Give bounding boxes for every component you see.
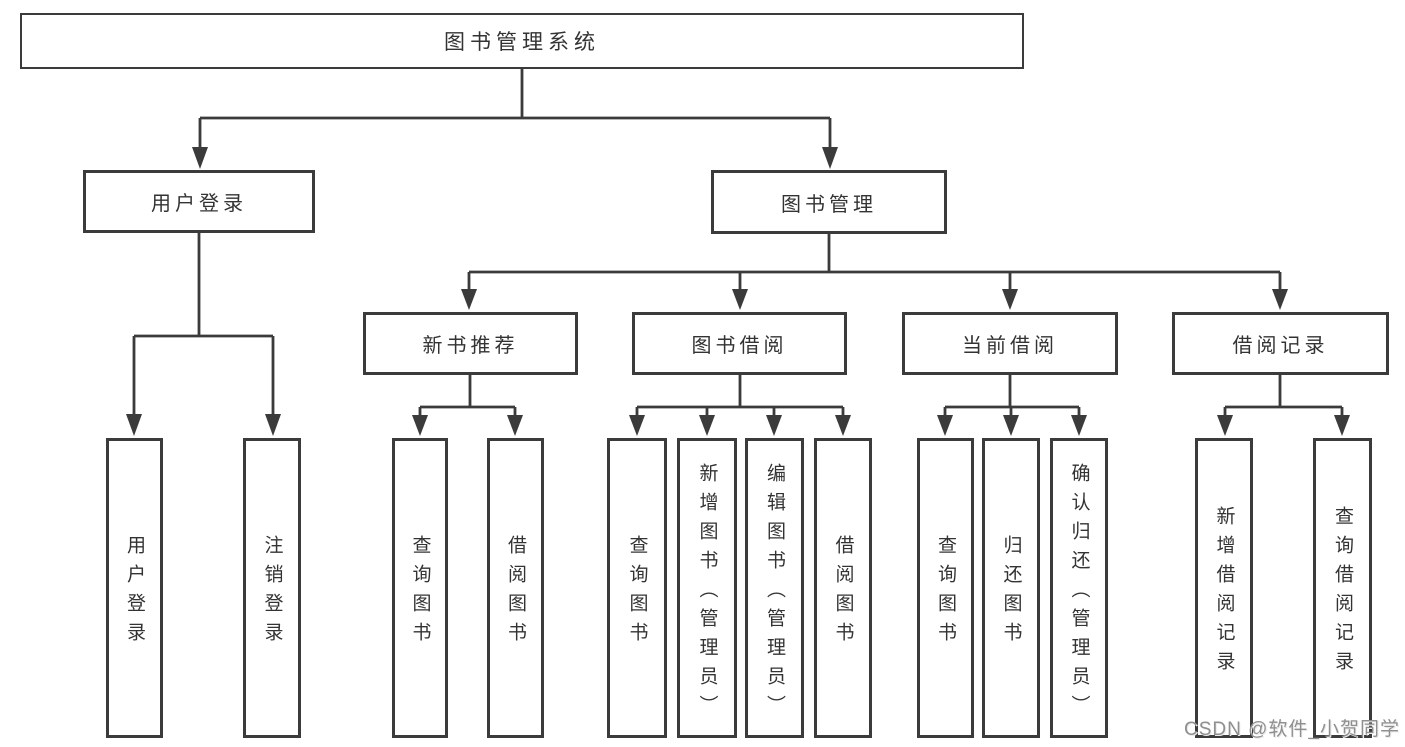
arrow-icon (766, 415, 782, 436)
connector-root-to-branches (198, 69, 832, 150)
connector-book-borrow-children (635, 375, 845, 418)
arrow-icon (822, 147, 838, 169)
node-label: 用户登录 (151, 193, 247, 215)
arrow-icon (732, 289, 748, 310)
arrow-icon (1002, 289, 1018, 310)
leaf-query-books: 查询图书 (917, 438, 974, 738)
node-label: 新书推荐 (422, 335, 519, 357)
node-label: 借阅记录 (1232, 335, 1329, 357)
node-label: 查询图书 (935, 535, 956, 651)
leaf-logout: 注销登录 (243, 438, 301, 738)
arrow-icon (1003, 415, 1019, 436)
node-current-borrow: 当前借阅 (902, 312, 1118, 375)
connector-current-borrow-children (943, 375, 1081, 418)
node-label: 图书借阅 (691, 335, 788, 357)
arrow-icon (1272, 289, 1288, 310)
arrow-icon (192, 147, 208, 169)
node-library-system: 图书管理系统 (20, 13, 1024, 69)
arrow-icon (1071, 415, 1087, 436)
arrowheads (126, 147, 1350, 436)
watermark: CSDN @软件_小贺同学 (1184, 719, 1400, 740)
connector-user-login-children (132, 233, 275, 417)
node-label: 查询图书 (626, 535, 648, 651)
node-label: 用户登录 (124, 535, 145, 651)
arrow-icon (699, 415, 715, 436)
arrow-icon (629, 415, 645, 436)
node-label: 新增借阅记录 (1213, 506, 1235, 680)
leaf-query-borrow-record: 查询借阅记录 (1313, 438, 1372, 738)
arrow-icon (265, 414, 281, 436)
node-borrow-records: 借阅记录 (1172, 312, 1389, 375)
node-new-book-recommend: 新书推荐 (363, 312, 578, 375)
node-label: 查询借阅记录 (1332, 506, 1353, 680)
node-user-login-branch: 用户登录 (83, 170, 315, 233)
arrow-icon (1217, 415, 1233, 436)
node-label: 新增图书（管理员） (696, 462, 718, 724)
node-label: 借阅图书 (832, 535, 854, 651)
leaf-user-login: 用户登录 (106, 438, 163, 738)
node-label: 编辑图书（管理员） (764, 462, 785, 724)
leaf-add-book-admin: 新增图书（管理员） (677, 438, 737, 738)
leaf-borrow-books: 借阅图书 (814, 438, 872, 738)
leaf-return-books: 归还图书 (982, 438, 1040, 738)
connector-borrow-record-children (1223, 375, 1344, 418)
leaf-borrow-books: 借阅图书 (487, 438, 544, 738)
leaf-add-borrow-record: 新增借阅记录 (1195, 438, 1253, 738)
node-label: 注销登录 (261, 535, 283, 651)
leaf-confirm-return-admin: 确认归还（管理员） (1050, 438, 1108, 738)
leaf-edit-book-admin: 编辑图书（管理员） (745, 438, 804, 738)
node-label: 查询图书 (409, 535, 431, 651)
node-label: 归还图书 (1000, 535, 1022, 651)
arrow-icon (412, 415, 428, 436)
arrow-icon (126, 414, 142, 436)
leaf-query-books: 查询图书 (392, 438, 448, 738)
node-label: 确认归还（管理员） (1068, 462, 1090, 724)
arrow-icon (507, 415, 523, 436)
node-label: 借阅图书 (505, 535, 526, 651)
connector-book-management-sections (467, 234, 1282, 292)
node-book-management-branch: 图书管理 (711, 170, 947, 234)
arrow-icon (835, 415, 851, 436)
arrow-icon (937, 415, 953, 436)
node-book-borrow: 图书借阅 (632, 312, 847, 375)
node-label: 当前借阅 (962, 335, 1058, 357)
connector-new-book-children (418, 375, 517, 418)
node-label: 图书管理系统 (444, 31, 600, 54)
node-label: 图书管理 (781, 193, 877, 216)
arrow-icon (1334, 415, 1350, 436)
arrow-icon (461, 289, 477, 310)
leaf-query-books: 查询图书 (607, 438, 667, 738)
